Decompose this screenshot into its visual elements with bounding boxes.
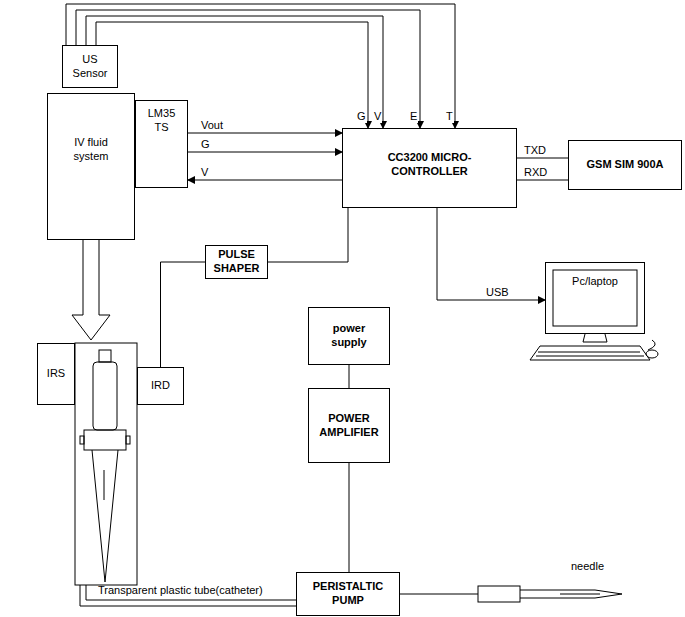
sensor-box: LM35 TS <box>135 100 188 188</box>
connector <box>268 208 348 262</box>
needle-line <box>400 594 478 595</box>
node-text: LM35 TS <box>142 107 182 135</box>
node-text: PERISTALTIC PUMP <box>308 580 388 608</box>
node-text: IRD <box>151 379 170 393</box>
sensor-box: IRS <box>37 343 75 405</box>
controller-box: CC3200 MICRO-CONTROLLER <box>342 128 517 208</box>
needle-bore <box>560 594 600 595</box>
drip-chamber-housing <box>75 343 137 585</box>
part-label: needle <box>570 560 605 573</box>
catheter-tube <box>86 585 296 600</box>
computer-monitor: Pc/laptop <box>545 262 645 334</box>
signal-label: T <box>445 110 454 123</box>
flow-arrow <box>72 240 110 340</box>
pump-box: PERISTALTIC PUMP <box>296 572 400 616</box>
signal-label: Vout <box>200 119 224 132</box>
connector <box>349 463 350 572</box>
pc-mouse-cable <box>648 340 655 350</box>
drip-crossbar <box>84 430 126 450</box>
node-text: CC3200 MICRO-CONTROLLER <box>370 151 490 179</box>
sensor-box: IRD <box>137 367 184 405</box>
connector <box>188 133 342 134</box>
node-text: POWER AMPLIFIER <box>314 412 384 440</box>
signal-label: V <box>200 166 209 179</box>
node-text: power supply <box>324 322 374 350</box>
tube-label: Transparent plastic tube(catheter) <box>97 584 264 597</box>
connector <box>437 208 545 300</box>
signal-label: G <box>356 110 367 123</box>
node-text: Pc/laptop <box>572 275 618 289</box>
catheter-tube <box>80 585 296 606</box>
process-box: POWER AMPLIFIER <box>308 388 390 463</box>
node-text: PULSE SHAPER <box>212 248 262 276</box>
signal-label: E <box>409 110 418 123</box>
node-text: GSM SIM 900A <box>586 158 663 172</box>
drip-line <box>104 470 105 500</box>
supply-box: power supply <box>308 307 390 365</box>
module-box: GSM SIM 900A <box>568 140 682 190</box>
connector <box>517 158 568 159</box>
drip-inlet <box>99 350 111 362</box>
needle-hub <box>478 586 520 602</box>
pc-keyboard <box>530 346 650 360</box>
node-text: US Sensor <box>66 53 114 81</box>
signal-label: G <box>200 138 211 151</box>
signal-label: TXD <box>523 144 547 157</box>
connector <box>188 180 342 181</box>
pc-keys <box>536 352 644 356</box>
connector <box>161 262 206 367</box>
system-box: IV fluid system <box>47 93 135 240</box>
pc-screen <box>553 270 637 326</box>
drip-cylinder <box>93 362 117 430</box>
connector <box>517 180 568 181</box>
drip-crossbar-end <box>80 436 84 444</box>
process-box: PULSE SHAPER <box>205 245 268 279</box>
connector <box>349 365 350 388</box>
pc-stand <box>583 334 607 342</box>
drip-crossbar-end <box>126 436 130 444</box>
needle-shaft <box>520 590 622 598</box>
pc-mouse <box>646 350 658 358</box>
signal-label: USB <box>485 286 510 299</box>
node-text: IRS <box>47 367 65 381</box>
connector <box>188 152 342 153</box>
signal-label: RXD <box>523 166 548 179</box>
sensor-box: US Sensor <box>62 45 118 88</box>
node-text: IV fluid system <box>66 136 116 164</box>
signal-label: V <box>373 110 382 123</box>
drip-cone <box>92 450 118 582</box>
